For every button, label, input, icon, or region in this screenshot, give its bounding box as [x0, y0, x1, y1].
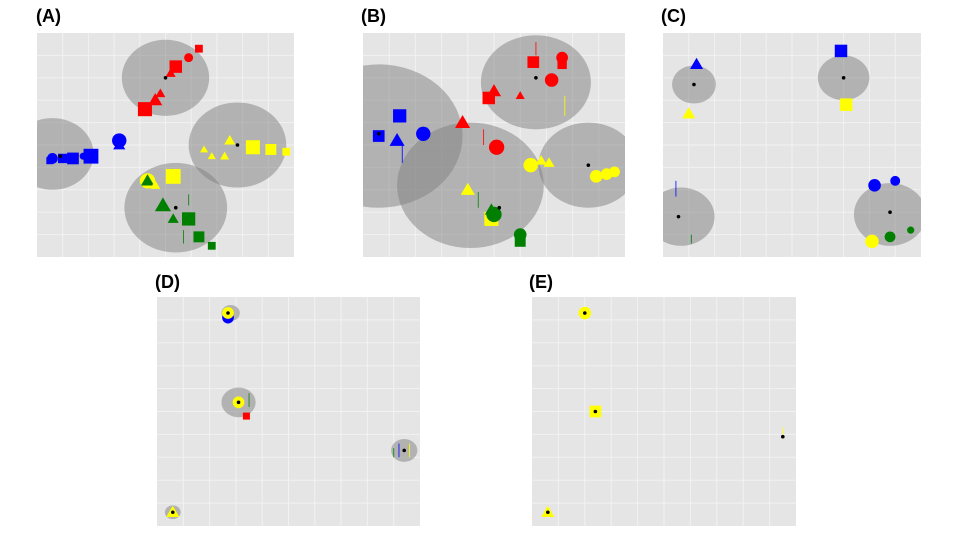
- data-point-circle: [907, 226, 915, 234]
- data-point-circle: [865, 234, 879, 249]
- data-point-square: [482, 91, 495, 105]
- cluster-circle: [397, 122, 544, 249]
- cluster-center-dot: [226, 311, 230, 315]
- data-point-square: [193, 231, 205, 243]
- data-point-triangle: [460, 182, 475, 195]
- data-point-triangle: [155, 88, 166, 98]
- data-point-square: [242, 412, 250, 420]
- data-point-triangle: [165, 68, 176, 77]
- cluster-center-dot: [376, 132, 381, 136]
- panel-label-a: (A): [36, 6, 61, 26]
- cluster-center-dot: [58, 154, 62, 158]
- cluster-center-dot: [781, 434, 785, 439]
- panel-label-e: (E): [529, 272, 553, 292]
- data-point-circle: [544, 73, 559, 87]
- data-point-circle: [589, 170, 603, 183]
- data-point-triangle: [543, 157, 555, 167]
- data-point-square: [557, 59, 567, 70]
- data-point-square: [169, 60, 183, 73]
- data-point-square: [372, 130, 385, 142]
- data-point-square: [137, 102, 152, 117]
- data-point-triangle: [389, 132, 405, 146]
- data-point-square: [282, 147, 291, 156]
- data-point-square: [527, 56, 540, 68]
- data-point-square: [58, 153, 68, 164]
- data-point-circle: [890, 175, 901, 186]
- data-point-triangle: [140, 174, 155, 186]
- cluster-center-dot: [888, 210, 892, 214]
- plot-area-c: [663, 33, 921, 257]
- scatter-chart-b: [363, 33, 625, 257]
- cluster-center-dot: [583, 311, 587, 315]
- plot-area-e: [532, 297, 796, 526]
- cluster-center-dot: [546, 510, 550, 515]
- cluster-center-dot: [586, 163, 591, 167]
- panel-label-b: (B): [361, 6, 386, 26]
- cluster-center-dot: [170, 510, 175, 515]
- data-point-circle: [884, 231, 896, 243]
- data-point-square: [265, 144, 277, 155]
- cluster-center-dot: [235, 143, 240, 147]
- data-point-triangle: [220, 151, 230, 160]
- cluster-center-dot: [402, 448, 407, 453]
- data-point-square: [182, 212, 196, 226]
- data-point-square: [165, 168, 181, 184]
- plot-area-d: [157, 297, 420, 526]
- data-point-circle: [488, 139, 505, 155]
- panel-label-d: (D): [155, 272, 180, 292]
- data-point-square: [514, 235, 526, 247]
- data-point-square: [195, 44, 203, 53]
- panel-label-c: (C): [661, 6, 686, 26]
- data-point-circle: [486, 206, 502, 223]
- data-point-triangle: [689, 57, 704, 70]
- data-point-square: [207, 241, 216, 250]
- scatter-chart-a: [37, 33, 294, 257]
- data-point-triangle: [167, 213, 179, 223]
- data-point-square: [839, 98, 853, 111]
- data-point-circle: [184, 53, 194, 63]
- data-point-triangle: [224, 134, 236, 145]
- data-point-circle: [868, 179, 881, 192]
- data-point-triangle: [207, 152, 216, 160]
- data-point-square: [393, 109, 407, 123]
- cluster-center-dot: [692, 82, 696, 87]
- data-point-square: [67, 152, 79, 165]
- data-point-triangle: [150, 180, 161, 189]
- data-point-triangle: [113, 138, 126, 150]
- data-point-circle: [416, 126, 431, 141]
- cluster-center-dot: [497, 205, 502, 210]
- cluster-circle: [853, 183, 921, 246]
- data-point-triangle: [455, 115, 471, 128]
- cluster-circle: [663, 187, 715, 246]
- data-point-square: [46, 157, 54, 165]
- plot-area-a: [37, 33, 294, 257]
- data-point-circle: [609, 166, 620, 178]
- cluster-center-dot: [593, 409, 598, 414]
- data-point-circle: [79, 152, 87, 160]
- plot-area-b: [363, 33, 625, 257]
- cluster-circle: [538, 122, 625, 208]
- cluster-center-dot: [534, 76, 538, 80]
- data-point-circle: [523, 157, 538, 173]
- data-point-triangle: [682, 107, 696, 119]
- data-point-square: [83, 148, 99, 164]
- cluster-center-dot: [841, 76, 846, 80]
- scatter-chart-e: [532, 297, 796, 526]
- data-point-triangle: [535, 155, 547, 165]
- scatter-chart-d: [157, 297, 420, 526]
- data-point-triangle: [200, 145, 209, 153]
- scatter-chart-c: [663, 33, 921, 257]
- data-point-triangle: [515, 91, 525, 99]
- cluster-center-dot: [236, 400, 241, 405]
- data-point-triangle: [154, 197, 171, 212]
- data-point-square: [245, 140, 260, 155]
- cluster-center-dot: [676, 214, 681, 219]
- data-point-square: [834, 44, 848, 58]
- cluster-center-dot: [163, 76, 168, 80]
- cluster-center-dot: [173, 205, 178, 210]
